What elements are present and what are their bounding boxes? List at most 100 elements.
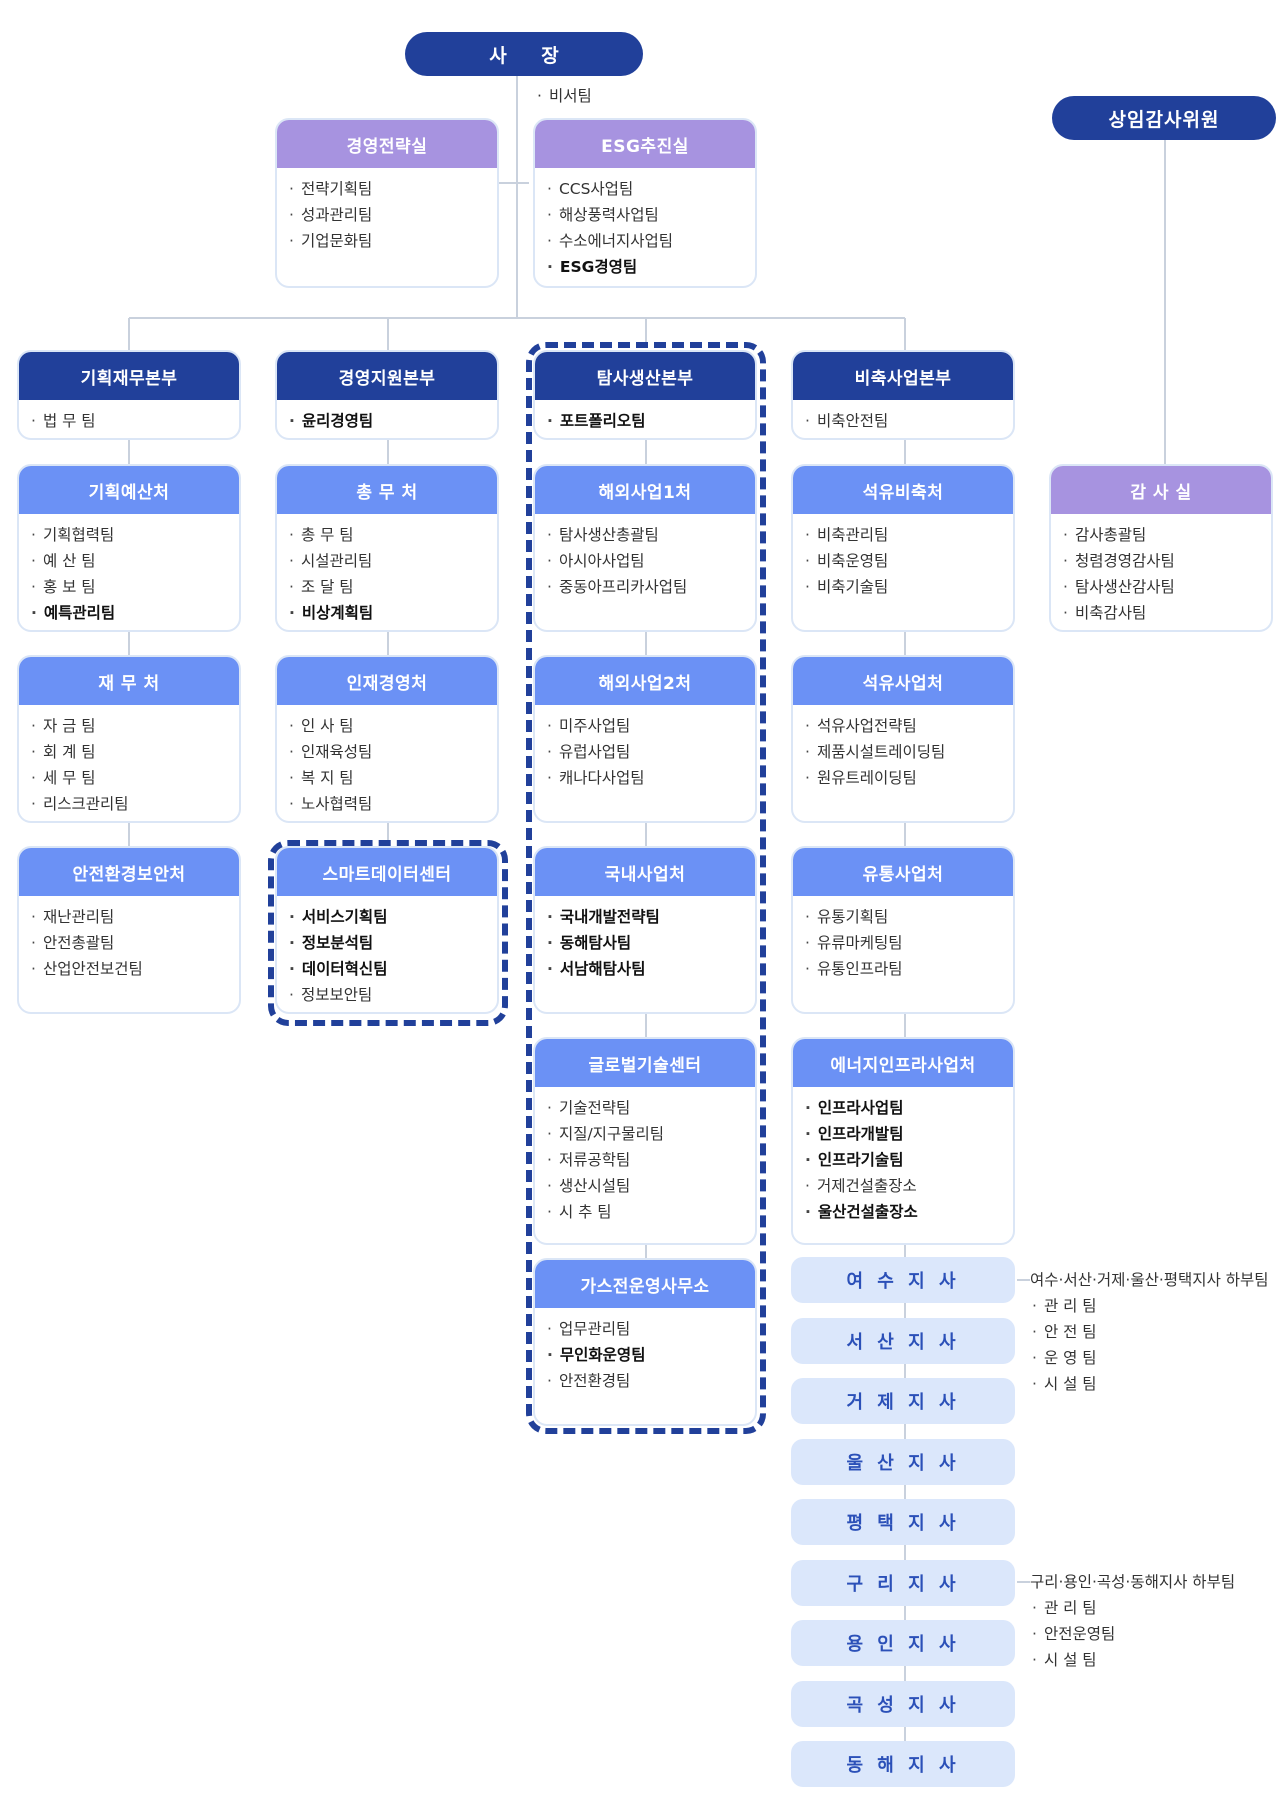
team-item: 원유트레이딩팀 xyxy=(805,765,1013,791)
team-item: 자 금 팀 xyxy=(31,713,239,739)
team-list: 비축안전팀 xyxy=(793,400,1013,438)
team-item: 울산건설출장소 xyxy=(805,1199,1013,1225)
team-item: CCS사업팀 xyxy=(547,176,755,202)
team-item: 비축기술팀 xyxy=(805,574,1013,600)
box-title: 유통사업처 xyxy=(793,848,1013,896)
team-item: 조 달 팀 xyxy=(289,574,497,600)
team-item: 무인화운영팀 xyxy=(547,1342,755,1368)
team-item: 데이터혁신팀 xyxy=(289,956,497,982)
branch-office: 울 산 지 사 xyxy=(791,1438,1015,1485)
team-item: 탐사생산총괄팀 xyxy=(547,522,755,548)
team-item: 업무관리팀 xyxy=(547,1316,755,1342)
box-title: 감 사 실 xyxy=(1051,466,1271,514)
team-item: 총 무 팀 xyxy=(289,522,497,548)
department-box: 재 무 처자 금 팀회 계 팀세 무 팀리스크관리팀 xyxy=(17,655,241,823)
staff-office-box: ESG추진실CCS사업팀해상풍력사업팀수소에너지사업팀ESG경영팀 xyxy=(533,118,757,288)
box-title: 해외사업1처 xyxy=(535,466,755,514)
audit-committee-box: 상임감사위원 xyxy=(1052,96,1276,140)
team-list: CCS사업팀해상풍력사업팀수소에너지사업팀ESG경영팀 xyxy=(535,168,755,286)
team-item: 리스크관리팀 xyxy=(31,791,239,817)
team-list: 기획협력팀예 산 팀홍 보 팀예특관리팀 xyxy=(19,514,239,630)
branch-note-title: 구리·용인·곡성·동해지사 하부팀 xyxy=(1030,1573,1236,1591)
branch-note-2: 구리·용인·곡성·동해지사 하부팀 관 리 팀안전운영팀시 설 팀 xyxy=(1030,1569,1235,1673)
team-list: 서비스기획팀정보분석팀데이터혁신팀정보보안팀 xyxy=(277,896,497,1012)
team-item: 국내개발전략팀 xyxy=(547,904,755,930)
team-item: 비축감사팀 xyxy=(1063,600,1271,626)
team-item: 정보분석팀 xyxy=(289,930,497,956)
team-list: 기술전략팀지질/지구물리팀저류공학팀생산시설팀시 추 팀 xyxy=(535,1087,755,1233)
branch-office: 거 제 지 사 xyxy=(791,1378,1015,1424)
branch-team-item: 관 리 팀 xyxy=(1032,1293,1269,1319)
team-item: 정보보안팀 xyxy=(289,982,497,1008)
department-box: 에너지인프라사업처인프라사업팀인프라개발팀인프라기술팀거제건설출장소울산건설출장… xyxy=(791,1037,1015,1245)
team-list: 재난관리팀안전총괄팀산업안전보건팀 xyxy=(19,896,239,990)
team-item: 재난관리팀 xyxy=(31,904,239,930)
department-box: 유통사업처유통기획팀유류마케팅팀유통인프라팀 xyxy=(791,846,1015,1014)
team-item: 전략기획팀 xyxy=(289,176,497,202)
branch-office: 구 리 지 사 xyxy=(791,1559,1015,1606)
box-title: ESG추진실 xyxy=(535,120,755,168)
team-item: 감사총괄팀 xyxy=(1063,522,1271,548)
department-box: 스마트데이터센터서비스기획팀정보분석팀데이터혁신팀정보보안팀 xyxy=(275,846,499,1014)
team-list: 윤리경영팀 xyxy=(277,400,497,438)
team-list: 비축관리팀비축운영팀비축기술팀 xyxy=(793,514,1013,608)
team-item: 법 무 팀 xyxy=(31,408,239,434)
team-item: 저류공학팀 xyxy=(547,1147,755,1173)
box-title: 기획재무본부 xyxy=(19,352,239,400)
team-list: 탐사생산총괄팀아시아사업팀중동아프리카사업팀 xyxy=(535,514,755,608)
branch-office: 평 택 지 사 xyxy=(791,1499,1015,1545)
team-list: 석유사업전략팀제품시설트레이딩팀원유트레이딩팀 xyxy=(793,705,1013,799)
box-title: 국내사업처 xyxy=(535,848,755,896)
box-title: 안전환경보안처 xyxy=(19,848,239,896)
team-list: 유통기획팀유류마케팅팀유통인프라팀 xyxy=(793,896,1013,990)
team-list: 인 사 팀인재육성팀복 지 팀노사협력팀 xyxy=(277,705,497,821)
team-item: 수소에너지사업팀 xyxy=(547,228,755,254)
team-item: 아시아사업팀 xyxy=(547,548,755,574)
team-item: 복 지 팀 xyxy=(289,765,497,791)
team-item: 인프라기술팀 xyxy=(805,1147,1013,1173)
team-item: 탐사생산감사팀 xyxy=(1063,574,1271,600)
team-item: 서비스기획팀 xyxy=(289,904,497,930)
team-item: 제품시설트레이딩팀 xyxy=(805,739,1013,765)
team-item: 포트폴리오팀 xyxy=(547,408,755,434)
team-item: 동해탐사팀 xyxy=(547,930,755,956)
team-list: 전략기획팀성과관리팀기업문화팀 xyxy=(277,168,497,262)
ceo-box: 사 장 xyxy=(405,32,643,76)
team-item: 예특관리팀 xyxy=(31,600,239,626)
team-item: 노사협력팀 xyxy=(289,791,497,817)
team-item: ESG경영팀 xyxy=(547,254,755,280)
staff-office-box: 경영전략실전략기획팀성과관리팀기업문화팀 xyxy=(275,118,499,288)
box-title: 재 무 처 xyxy=(19,657,239,705)
division-box: 기획재무본부법 무 팀 xyxy=(17,350,241,440)
team-item: 청렴경영감사팀 xyxy=(1063,548,1271,574)
team-item: 시 추 팀 xyxy=(547,1199,755,1225)
branch-team-item: 시 설 팀 xyxy=(1032,1647,1235,1673)
team-item: 인재육성팀 xyxy=(289,739,497,765)
team-list: 국내개발전략팀동해탐사팀서남해탐사팀 xyxy=(535,896,755,990)
box-title: 에너지인프라사업처 xyxy=(793,1039,1013,1087)
secretary-team: 비서팀 xyxy=(537,84,592,106)
team-item: 유류마케팅팀 xyxy=(805,930,1013,956)
team-item: 거제건설출장소 xyxy=(805,1173,1013,1199)
box-title: 기획예산처 xyxy=(19,466,239,514)
department-box: 기획예산처기획협력팀예 산 팀홍 보 팀예특관리팀 xyxy=(17,464,241,632)
division-box: 경영지원본부윤리경영팀 xyxy=(275,350,499,440)
department-box: 석유사업처석유사업전략팀제품시설트레이딩팀원유트레이딩팀 xyxy=(791,655,1015,823)
box-title: 글로벌기술센터 xyxy=(535,1039,755,1087)
department-box: 인재경영처인 사 팀인재육성팀복 지 팀노사협력팀 xyxy=(275,655,499,823)
team-item: 해상풍력사업팀 xyxy=(547,202,755,228)
team-item: 생산시설팀 xyxy=(547,1173,755,1199)
department-box: 가스전운영사무소업무관리팀무인화운영팀안전환경팀 xyxy=(533,1258,757,1426)
team-item: 기획협력팀 xyxy=(31,522,239,548)
team-list: 법 무 팀 xyxy=(19,400,239,438)
audit-office-box: 감 사 실감사총괄팀청렴경영감사팀탐사생산감사팀비축감사팀 xyxy=(1049,464,1273,632)
team-item: 비축관리팀 xyxy=(805,522,1013,548)
team-list: 총 무 팀시설관리팀조 달 팀비상계획팀 xyxy=(277,514,497,630)
division-box: 탐사생산본부포트폴리오팀 xyxy=(533,350,757,440)
branch-office: 곡 성 지 사 xyxy=(791,1680,1015,1727)
box-title: 인재경영처 xyxy=(277,657,497,705)
department-box: 글로벌기술센터기술전략팀지질/지구물리팀저류공학팀생산시설팀시 추 팀 xyxy=(533,1037,757,1245)
team-item: 서남해탐사팀 xyxy=(547,956,755,982)
team-item: 안전총괄팀 xyxy=(31,930,239,956)
team-item: 비상계획팀 xyxy=(289,600,497,626)
